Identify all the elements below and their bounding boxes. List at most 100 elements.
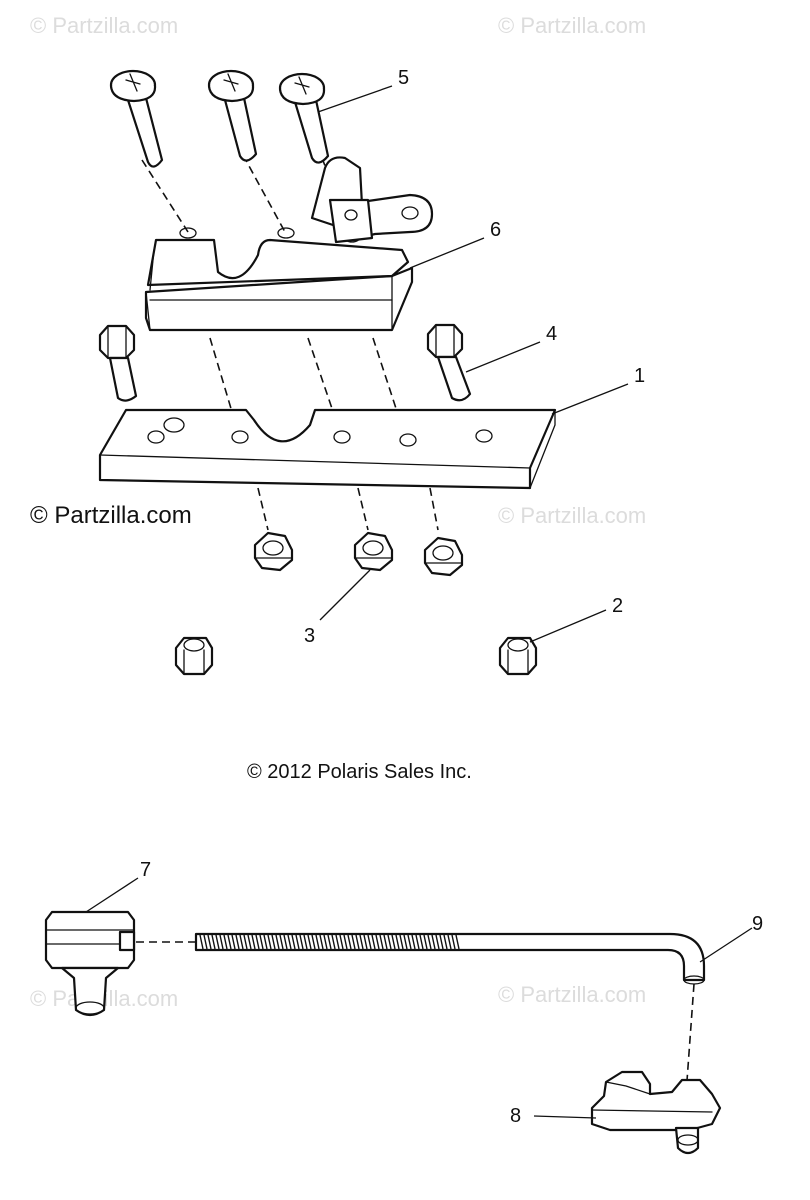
rod-thread-line [263,934,268,950]
bolt-part-4-left [98,324,138,402]
locknut-part-2-left [174,636,214,676]
bolt-part-4-right [426,323,472,402]
rod-thread-line [415,934,420,950]
rod-thread-line [291,934,296,950]
locknut-part-2-right [498,636,538,676]
rod-thread-line [383,934,388,950]
rod-thread-line [423,934,428,950]
rod-thread-line [359,934,364,950]
screw-part-5-c [278,72,330,164]
rod-thread-line [251,934,256,950]
rod-thread-line [403,934,408,950]
rod-thread-line [231,934,236,950]
rod-thread-line [367,934,372,950]
rod-thread-line [343,934,348,950]
callout-2: 2 [612,595,623,617]
rod-thread-line [371,934,376,950]
rod-thread-line [303,934,308,950]
rod-thread-line [431,934,436,950]
bracket-part-6 [144,156,434,332]
rod-thread-line [207,934,212,950]
rod-thread-line [379,934,384,950]
callout-6: 6 [490,219,501,241]
rod-thread-line [447,934,452,950]
rod-thread-line [435,934,440,950]
callout-8: 8 [510,1105,521,1127]
rod-thread-line [355,934,360,950]
rod-thread-line [319,934,324,950]
watermark-top-left: © Partzilla.com [30,13,178,38]
rod-thread-line [451,934,456,950]
rod-thread-line [223,934,228,950]
watermark-top-right: © Partzilla.com [498,13,646,38]
rod-thread-line [199,934,204,950]
adjuster-block-part-7 [44,910,136,1017]
rod-thread-line [375,934,380,950]
watermark-lower-right: © Partzilla.com [498,982,646,1007]
rod-thread-line [299,934,304,950]
rod-thread-line [211,934,216,950]
watermark-middle-right: © Partzilla.com [498,503,646,528]
rod-thread-line [203,934,208,950]
rod-threads [199,934,460,950]
nut-part-3-c [423,536,464,577]
rod-thread-line [407,934,412,950]
rod-thread-line [311,934,316,950]
rod-thread-line [271,934,276,950]
rod-thread-line [335,934,340,950]
rod-thread-line [363,934,368,950]
callout-1: 1 [634,365,645,387]
rod-thread-line [255,934,260,950]
rod-thread-line [275,934,280,950]
rod-thread-line [427,934,432,950]
rod-thread-line [391,934,396,950]
rod-thread-line [439,934,444,950]
watermark-middle-left: © Partzilla.com [30,502,192,529]
l-rod-part-9 [194,932,706,985]
base-plate-part-1 [98,408,557,490]
rod-thread-line [351,934,356,950]
callout-7: 7 [140,859,151,881]
rod-thread-line [267,934,272,950]
nut-part-3-b [353,531,394,572]
rod-thread-line [239,934,244,950]
screw-part-5-a [109,69,164,168]
rod-thread-line [395,934,400,950]
clip-part-8 [590,1070,722,1155]
rod-thread-line [327,934,332,950]
rod-thread-line [243,934,248,950]
rod-thread-line [287,934,292,950]
rod-thread-line [347,934,352,950]
callout-5: 5 [398,67,409,89]
rod-thread-line [283,934,288,950]
copyright-text: © 2012 Polaris Sales Inc. [247,761,472,783]
rod-thread-line [235,934,240,950]
nut-part-3-a [253,531,294,572]
rod-thread-line [443,934,448,950]
callouts-upper: 5 6 4 1 3 2 [304,67,645,647]
rod-thread-line [419,934,424,950]
rod-thread-line [455,934,460,950]
rod-thread-line [295,934,300,950]
rod-thread-line [399,934,404,950]
rod-thread-line [339,934,344,950]
rod-thread-line [323,934,328,950]
rod-thread-line [247,934,252,950]
callout-3: 3 [304,625,315,647]
rod-thread-line [411,934,416,950]
rod-thread-line [227,934,232,950]
rod-thread-line [279,934,284,950]
rod-thread-line [259,934,264,950]
rod-thread-line [315,934,320,950]
rod-thread-line [387,934,392,950]
assembly-line-clip [683,983,695,1123]
rod-thread-line [307,934,312,950]
screw-part-5-b [207,69,258,162]
callout-9: 9 [752,913,763,935]
callouts-lower: 7 9 8 [85,859,763,1127]
callout-4: 4 [546,323,557,345]
rod-thread-line [331,934,336,950]
rod-thread-line [219,934,224,950]
rod-thread-line [215,934,220,950]
